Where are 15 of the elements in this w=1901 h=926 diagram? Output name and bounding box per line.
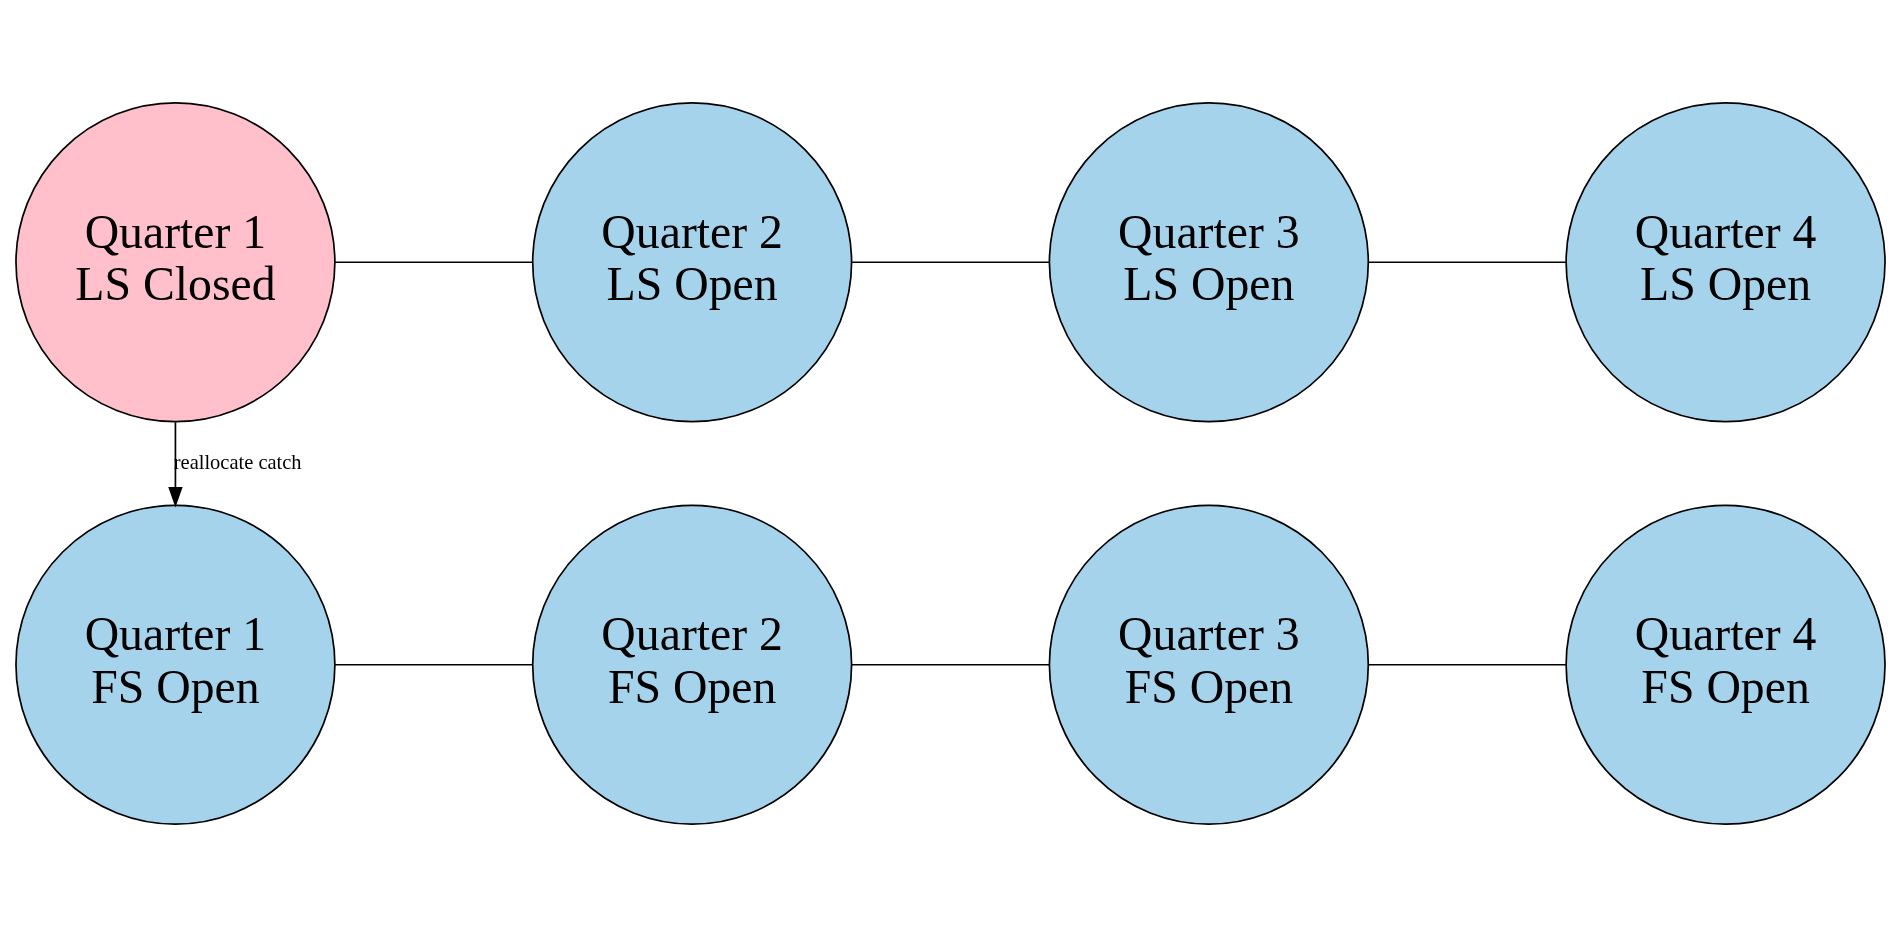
connector xyxy=(1367,663,1567,666)
connector xyxy=(850,663,1050,666)
connector xyxy=(1367,260,1567,263)
arrow xyxy=(168,420,183,507)
node-circle: Quarter 2 LS Open xyxy=(531,101,853,423)
connector xyxy=(334,663,534,666)
connector xyxy=(850,260,1050,263)
node-circle: Quarter 3 FS Open xyxy=(1048,503,1370,825)
node-circle: Quarter 3 LS Open xyxy=(1048,101,1370,423)
node-circle: Quarter 2 FS Open xyxy=(531,503,853,825)
node-circle: Quarter 1 FS Open xyxy=(15,503,336,825)
connector xyxy=(334,260,534,263)
node-circle: Quarter 4 LS Open xyxy=(1565,101,1886,423)
node-circle: Quarter 4 FS Open xyxy=(1565,503,1886,825)
node-circle: Quarter 1 LS Closed xyxy=(15,101,336,423)
